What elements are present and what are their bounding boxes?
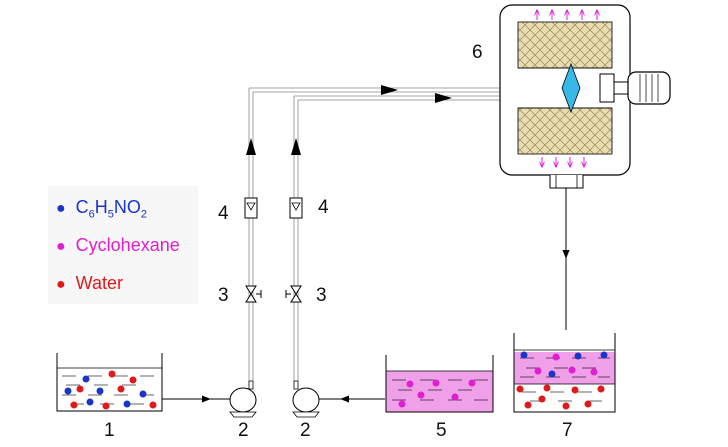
rotameter-icon	[289, 197, 303, 219]
tank-5	[385, 355, 494, 413]
tank-7	[513, 333, 616, 413]
legend-nitrobenzene-sub1: 6	[88, 208, 95, 221]
label-flowmeter-right: 4	[318, 197, 329, 218]
legend-nitrobenzene-sub2: 5	[107, 208, 114, 221]
legend-nitrobenzene-h: H	[94, 197, 108, 217]
vent-arrows-top	[537, 10, 597, 20]
motor-icon	[614, 71, 671, 105]
legend-item-water: ● Water	[56, 272, 123, 296]
tank-7-particles	[516, 351, 608, 410]
flow-arrow-up-right	[291, 138, 301, 155]
label-pump-right: 2	[300, 420, 311, 441]
rotor-icon	[561, 62, 581, 114]
legend-nitrobenzene-c: C	[75, 197, 89, 217]
centrifugal-pump-icon	[292, 380, 320, 418]
legend-item-cyclohexane: ● Cyclohexane	[56, 234, 180, 258]
flow-arrow-right-top	[381, 85, 398, 95]
centrifugal-pump-icon	[229, 380, 257, 418]
blue-dot-icon: ●	[56, 200, 66, 217]
magenta-dot-icon: ●	[56, 238, 66, 255]
label-tank-1: 1	[104, 420, 115, 441]
tank-1-particles	[64, 370, 157, 410]
valve-icon	[245, 285, 262, 303]
legend-cyclohexane-label: Cyclohexane	[75, 235, 180, 255]
flow-arrow-right-bottom	[435, 93, 452, 103]
label-pump-left: 2	[238, 420, 249, 441]
flow-arrow-up-left	[246, 138, 256, 155]
legend-item-nitrobenzene: ● C6H5NO2	[56, 196, 147, 226]
legend-nitrobenzene-no: NO	[113, 197, 141, 217]
contactor-vessel	[499, 4, 631, 189]
legend-nitrobenzene-sub3: 2	[140, 208, 148, 221]
label-flowmeter-left: 4	[218, 203, 229, 224]
label-tank-7: 7	[562, 420, 573, 441]
legend: ● C6H5NO2 ● Cyclohexane ● Water	[48, 186, 198, 304]
red-dot-icon: ●	[56, 276, 66, 293]
label-valve-right: 3	[316, 285, 327, 306]
label-valve-left: 3	[218, 285, 229, 306]
valve-icon	[285, 285, 302, 303]
vent-arrows-bottom	[542, 157, 584, 167]
tank-5-particles	[398, 379, 476, 408]
tank-1	[56, 353, 163, 412]
legend-water-label: Water	[75, 273, 124, 293]
label-contactor: 6	[472, 42, 483, 63]
rotameter-icon	[244, 197, 258, 219]
label-tank-5: 5	[436, 420, 447, 441]
